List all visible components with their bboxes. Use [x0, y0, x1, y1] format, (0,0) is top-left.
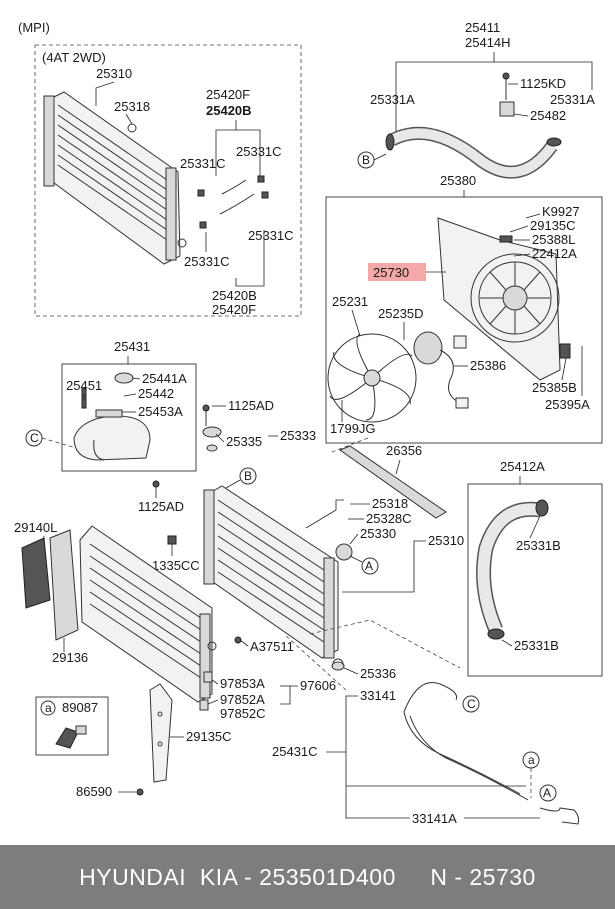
circle-label-a-hose: a	[528, 753, 535, 767]
sensor-parts-illustration	[199, 671, 213, 711]
callout-25730-highlight	[368, 263, 426, 281]
part-number-footer: HYUNDAI KIA - 253501D400 N - 25730	[0, 845, 615, 909]
condenser-illustration	[79, 525, 213, 703]
main-radiator-illustration	[203, 485, 353, 670]
callout-25231: 25231	[332, 294, 368, 309]
bracket-parts-illustration	[202, 404, 222, 452]
subvariant-label: (4AT 2WD)	[42, 50, 106, 65]
callout-97852C: 97852C	[220, 706, 266, 721]
circle-label-A-mid: A	[365, 559, 373, 573]
variant-box	[34, 44, 302, 317]
callout-25331C-b: 25331C	[236, 144, 282, 159]
callout-25411: 25411	[465, 20, 500, 35]
circle-label-B-left: B	[362, 153, 370, 167]
callout-97853A: 97853A	[220, 676, 265, 691]
footer-text: HYUNDAI KIA - 253501D400 N - 25730	[79, 863, 536, 890]
callout-86590: 86590	[76, 784, 112, 799]
callout-A37511: A37511	[250, 639, 294, 654]
callout-25482: 25482	[530, 108, 566, 123]
callout-25420F-top: 25420F	[206, 87, 250, 102]
callout-25331C-c: 25331C	[248, 228, 294, 243]
variant-label: (MPI)	[18, 20, 50, 35]
callout-25331B-a: 25331B	[516, 538, 561, 553]
callout-29135C: 29135C	[186, 729, 232, 744]
callout-25331A-right: 25331A	[550, 92, 595, 107]
callout-25420B-bot: 25420B	[212, 288, 257, 303]
callout-97852A: 97852A	[220, 692, 265, 707]
callout-33141: 33141	[360, 688, 396, 703]
callout-29140L: 29140L	[14, 520, 57, 535]
callout-22412A: 22412A	[532, 246, 577, 261]
callout-25336: 25336	[360, 666, 396, 681]
callout-29136: 29136	[52, 650, 88, 665]
callout-25395A: 25395A	[545, 397, 590, 412]
fan-shroud-illustration	[437, 217, 571, 381]
callout-1799JG: 1799JG	[330, 421, 376, 436]
callout-25318-top: 25318	[114, 99, 150, 114]
callout-25431: 25431	[114, 339, 150, 354]
callout-25331B-b: 25331B	[514, 638, 559, 653]
oil-cooler-hose-illustration	[403, 682, 579, 825]
circle-label-C-right: C	[467, 697, 476, 711]
callout-25431C: 25431C	[272, 744, 318, 759]
fan-shroud-box	[325, 196, 603, 444]
callout-25412A: 25412A	[500, 459, 545, 474]
callout-25385B: 25385B	[532, 380, 577, 395]
callout-1125KD: 1125KD	[520, 76, 566, 91]
upper-hose-illustration	[385, 72, 562, 179]
circle-label-A-bottom: A	[543, 786, 551, 800]
lower-hose-box	[467, 483, 603, 677]
callout-1125AD-top: 1125AD	[228, 398, 274, 413]
callout-1335CC: 1335CC	[152, 558, 200, 573]
parts-diagram: (MPI) (4AT 2WD) 25310 25318 25420F 25420…	[14, 20, 603, 826]
air-guard-illustration	[338, 445, 447, 519]
callout-25235D: 25235D	[378, 306, 424, 321]
callout-25414H: 25414H	[465, 35, 511, 50]
callout-25331C-a: 25331C	[180, 156, 226, 171]
callout-26356: 26356	[386, 443, 422, 458]
callout-25333: 25333	[280, 428, 316, 443]
callout-25442: 25442	[138, 386, 174, 401]
callout-25318-mid: 25318	[372, 496, 408, 511]
callout-97606: 97606	[300, 678, 336, 693]
side-guard-illustration	[21, 529, 79, 641]
callout-25331C-d: 25331C	[184, 254, 230, 269]
callout-K9927: K9927	[542, 204, 580, 219]
reservoir-box	[61, 363, 197, 472]
radiator-top-illustration	[43, 91, 187, 265]
inset-box	[35, 696, 109, 756]
circle-label-C-left: C	[30, 431, 39, 445]
fan-blade-illustration	[327, 333, 417, 423]
callout-25335: 25335	[226, 434, 262, 449]
callout-25420F-bot: 25420F	[212, 302, 256, 317]
lower-hose-illustration	[476, 499, 549, 640]
callout-25310-mid: 25310	[428, 533, 464, 548]
callout-25730: 25730	[373, 265, 409, 280]
small-hoses-illustration	[197, 175, 269, 229]
callout-25310-top: 25310	[96, 66, 132, 81]
callout-25451: 25451	[66, 378, 102, 393]
callout-1125AD-bottom: 1125AD	[138, 499, 184, 514]
callout-25330: 25330	[360, 526, 396, 541]
callout-25420B-top: 25420B	[206, 103, 252, 118]
callout-89087: 89087	[62, 700, 98, 715]
callout-33141A: 33141A	[412, 811, 457, 826]
circle-label-B-mid: B	[244, 469, 252, 483]
lower-bracket-illustration	[149, 683, 173, 783]
fan-motor-illustration	[413, 331, 469, 409]
callout-25388L: 25388L	[532, 232, 575, 247]
callout-25380: 25380	[440, 173, 476, 188]
callout-25328C: 25328C	[366, 511, 412, 526]
callout-29135C-right: 29135C	[530, 218, 576, 233]
callout-25331A-left: 25331A	[370, 92, 415, 107]
circle-label-a-inset: a	[45, 701, 52, 715]
callout-25453A: 25453A	[138, 404, 183, 419]
callout-25441A: 25441A	[142, 371, 187, 386]
callout-25386: 25386	[470, 358, 506, 373]
switch-illustration	[55, 725, 87, 749]
